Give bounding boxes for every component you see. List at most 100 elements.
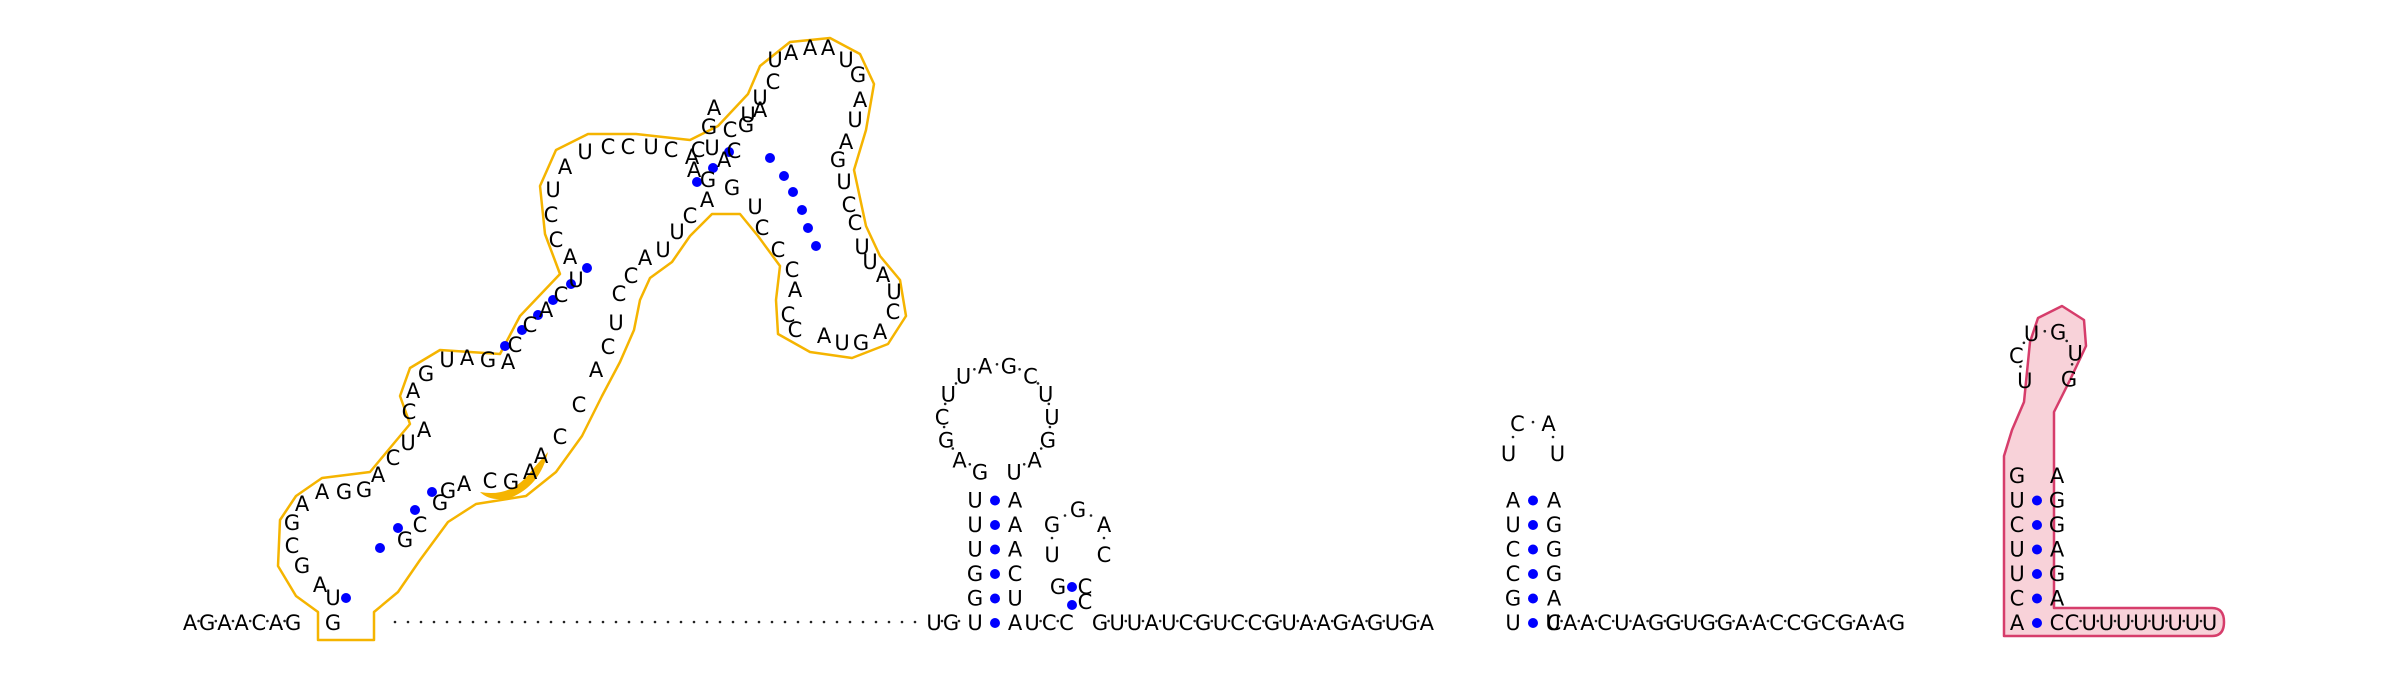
backbone-tick [942, 425, 946, 429]
nucleotide-c: C [785, 258, 800, 282]
nucleotide-a: A [534, 444, 549, 468]
base-pair-dot [2032, 495, 2042, 506]
nucleotide-c: C [1078, 590, 1093, 614]
nucleotide-g: G [738, 113, 754, 137]
nucleotide-a: A [1547, 587, 1562, 611]
backbone-tick [248, 619, 252, 623]
backbone-tick [1141, 619, 1145, 623]
nucleotide-a: A [803, 36, 818, 60]
nucleotide-g: G [853, 331, 869, 355]
nucleotide-a: A [1563, 611, 1578, 635]
nucleotide-g: G [325, 611, 341, 635]
nucleotide-u: U [643, 135, 658, 159]
base-pair-dot [533, 310, 543, 320]
nucleotide-u: U [2150, 611, 2165, 635]
backbone-tick [283, 619, 286, 623]
nucleotide-g: G [1092, 611, 1108, 635]
nucleotide-c: C [1769, 611, 1784, 635]
domain2-outline [2002, 304, 2226, 638]
nucleotide-g: G [1505, 587, 1521, 611]
backbone-tick [2043, 329, 2047, 333]
backbone-tick [1048, 425, 1052, 429]
nucleotide-a: A [313, 573, 328, 597]
backbone-tick [951, 447, 955, 450]
backbone-tick [640, 620, 644, 624]
backbone-tick [1611, 619, 1615, 623]
nucleotide-u: U [767, 48, 782, 72]
backbone-tick [1036, 382, 1040, 385]
nucleotide-c: C [386, 446, 401, 470]
nucleotide-a: A [234, 611, 249, 635]
nucleotide-c: C [766, 70, 781, 94]
base-pair-dot [797, 205, 807, 215]
nucleotide-u: U [1614, 611, 1629, 635]
base-pair-dot [990, 544, 1000, 555]
nucleotide-a: A [523, 460, 538, 484]
backbone-tick [653, 620, 657, 624]
backbone-tick [1039, 447, 1043, 450]
nucleotide-a: A [558, 155, 573, 179]
base-pair-dot [2032, 593, 2042, 604]
nucleotide-g: G [336, 480, 352, 504]
nucleotide-a: A [1420, 611, 1435, 635]
nucleotide-c: C [2009, 344, 2024, 368]
backbone-tick [1577, 619, 1581, 623]
nucleotide-a: A [1097, 513, 1112, 537]
base-pair-dot [1528, 618, 1538, 628]
base-pair-dot [990, 618, 1000, 628]
base-pair-dot [708, 163, 718, 173]
base-pair-dot [990, 520, 1000, 530]
base-pair-dot [1528, 569, 1538, 579]
nucleotide-a: A [700, 188, 715, 212]
nucleotide-c: C [621, 135, 636, 159]
nucleotide-a: A [1351, 611, 1366, 635]
backbone-tick [943, 402, 947, 406]
backbone-tick [705, 620, 709, 624]
nucleotide-g: G [1044, 513, 1060, 537]
nucleotide-g: G [1803, 611, 1819, 635]
nucleotide-g: G [2049, 489, 2065, 513]
backbone-tick [588, 620, 592, 624]
backbone-tick [1594, 619, 1598, 623]
nucleotide-u: U [838, 48, 853, 72]
backbone-tick [601, 620, 605, 624]
nucleotide-u: U [2133, 611, 2148, 635]
nucleotide-u: U [1044, 543, 1059, 567]
backbone-tick [1801, 619, 1804, 623]
nucleotide-g: G [1001, 354, 1017, 378]
nucleotide-c: C [1023, 364, 1038, 388]
backbone-tick [2113, 619, 2117, 623]
backbone-tick [1852, 619, 1856, 623]
backbone-tick [214, 619, 218, 623]
nucleotide-c: C [1097, 543, 1112, 567]
backbone-tick [393, 620, 397, 624]
nucleotide-c: C [508, 333, 523, 357]
backbone-tick [627, 620, 631, 624]
nucleotide-c: C [2065, 611, 2080, 635]
backbone-tick [510, 620, 514, 624]
backbone-tick [2130, 619, 2134, 623]
nucleotide-g: G [1333, 611, 1349, 635]
backbone-tick [484, 620, 488, 624]
nucleotide-c: C [251, 611, 266, 635]
base-pair-dot [517, 325, 527, 335]
backbone-tick [2182, 619, 2186, 623]
nucleotide-g: G [724, 176, 740, 200]
nucleotide-c: C [2050, 611, 2065, 635]
backbone-tick [783, 620, 787, 624]
domain1-highlight-fill [480, 452, 548, 500]
nucleotide-a: A [406, 379, 421, 403]
base-pair-dot [393, 523, 403, 533]
backbone-ticks [197, 329, 2203, 624]
nucleotide-c: C [1786, 611, 1801, 635]
backbone-tick [1560, 619, 1563, 623]
nucleotide-c: C [612, 282, 627, 306]
backbone-tick [1732, 619, 1735, 623]
backbone-tick [1869, 619, 1873, 623]
nucleotide-g: G [2049, 513, 2065, 537]
nucleotide-u: U [2185, 611, 2200, 635]
nucleotide-g: G [1700, 611, 1716, 635]
nucleotide-u: U [568, 268, 583, 292]
nucleotide-u: U [1505, 513, 1520, 537]
base-pair-dot [1528, 593, 1538, 604]
